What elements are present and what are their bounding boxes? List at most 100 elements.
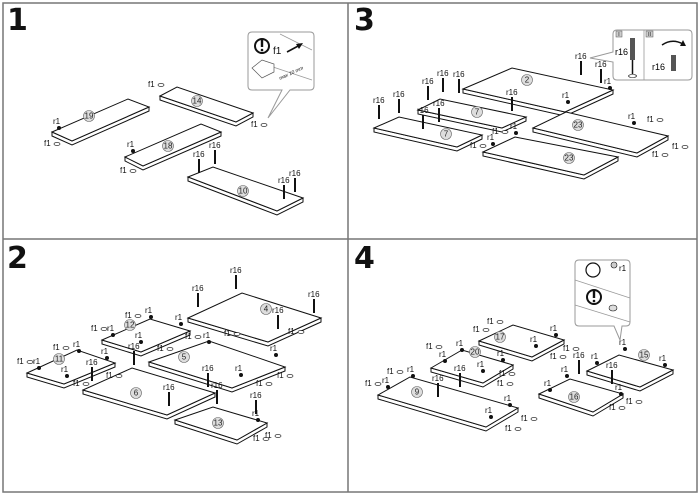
fastener-label: r1 [561,365,569,374]
fastener-label: f1 [251,120,258,129]
dowel-icon [661,153,669,157]
fastener-dowel: f1 [288,327,305,336]
fastener-label: f1 [120,166,127,175]
fastener-dowel: f1 [277,371,294,380]
step-number: 2 [7,241,28,276]
cam-lock-icon [608,304,618,312]
part-number: 7 [444,130,449,139]
fastener-cam-lock: r1 [53,117,61,130]
fastener-cam-lock: r1 [510,122,518,135]
fastener-label: r1 [619,338,627,347]
dowel-icon [508,372,516,376]
insert-arrow-icon [286,43,303,53]
part-number-badge [494,331,506,343]
fastener-cam-lock: r1 [615,383,623,396]
fastener-screw: r16 [86,358,98,381]
fastener-dowel: f1 [73,379,90,388]
part-number-badge [521,74,533,86]
cam-lock-icon [386,385,390,389]
fastener-screw: r16 [278,176,290,199]
dowel-icon [265,382,273,386]
step-1-detail-callout: f1 max 10 mm [247,31,315,119]
fastener-screw: r16 [393,90,405,113]
fastener-label: f1 [492,127,499,136]
cam-lock-icon [131,149,135,153]
fastener-dowel: f1 [499,369,516,378]
dowel-icon [53,142,61,146]
fastener-label: r16 [193,150,205,159]
fastener-label: r16 [437,69,449,78]
fastener-dowel: f1 [91,324,108,333]
fastener-label: r16 [595,60,607,69]
dowel-icon [496,320,504,324]
fastener-dowel: f1 [17,357,34,366]
fastener-screw: r16 [211,381,223,404]
part-number-badge [212,417,224,429]
part-number: 17 [496,333,505,342]
fastener-cam-lock: r1 [235,364,243,377]
fastener-label: r1 [270,344,278,353]
fastener-label: f1 [521,414,528,423]
fastener-label: f1 [550,352,557,361]
fastener-screw: r16 [128,342,140,365]
fastener-screw: r16 [595,60,607,83]
part-number: 23 [565,154,574,163]
fastener-cam-lock: r1 [33,357,41,370]
fastener-dowel: f1 [256,379,273,388]
cam-lock-icon [460,348,464,352]
fastener-dowel: f1 [609,403,626,412]
fastener-dowel: f1 [487,317,504,326]
fastener-cam-lock: r1 [487,133,495,146]
dowel-icon [530,417,538,421]
fastener-label: r1 [604,77,612,86]
fastener-label: f1 [563,344,570,353]
dowel-icon [396,370,404,374]
part-number: 10 [239,187,248,196]
dowel-icon [274,434,282,438]
fastener-dowel: f1 [387,367,404,376]
dowel-icon [681,145,689,149]
fastener-label: r16 [202,364,214,373]
cam-lock-icon [179,322,183,326]
fastener-dowel: f1 [185,332,202,341]
part-number-badge [471,106,483,118]
cam-lock-icon [256,418,260,422]
fastener-cam-lock: r1 [497,349,505,362]
part-number-badge [469,346,481,358]
fastener-label: f1 [505,424,512,433]
board-part-7: 7 [416,98,528,133]
fastener-label: r16 [393,90,405,99]
cam-lock-icon [595,361,599,365]
fastener-screw: r16 [272,306,284,329]
fastener-label: r1 [544,379,552,388]
fastener-label: r16 [289,169,301,178]
fastener-label: r1 [252,409,260,418]
fastener-label: r1 [504,394,512,403]
fastener-screw: r16 [373,96,385,119]
fastener-label: f1 [157,344,164,353]
part-number-badge [638,349,650,361]
fastener-label: f1 [73,379,80,388]
fastener-label: f1 [17,357,24,366]
dowel-icon [194,335,202,339]
fastener-screw: r16 [209,141,221,164]
part-number-badge [191,95,203,107]
fastener-screw: r16 [432,374,444,397]
cam-lock-icon [566,100,570,104]
board-face [158,86,255,123]
board-part-23: 23 [481,136,620,180]
callout-label: f1 [273,46,282,57]
part-number-badge [563,152,575,164]
fastener-cam-lock: r1 [175,313,183,326]
cam-lock-icon [481,369,485,373]
fastener-screw: r16 [506,88,518,111]
part-number: 14 [193,97,202,106]
dowel-icon [129,169,137,173]
fastener-label: r1 [439,350,447,359]
fastener-label: r16 [278,176,290,185]
step-number: 3 [354,3,375,38]
fastener-screw: r16 [308,290,320,313]
